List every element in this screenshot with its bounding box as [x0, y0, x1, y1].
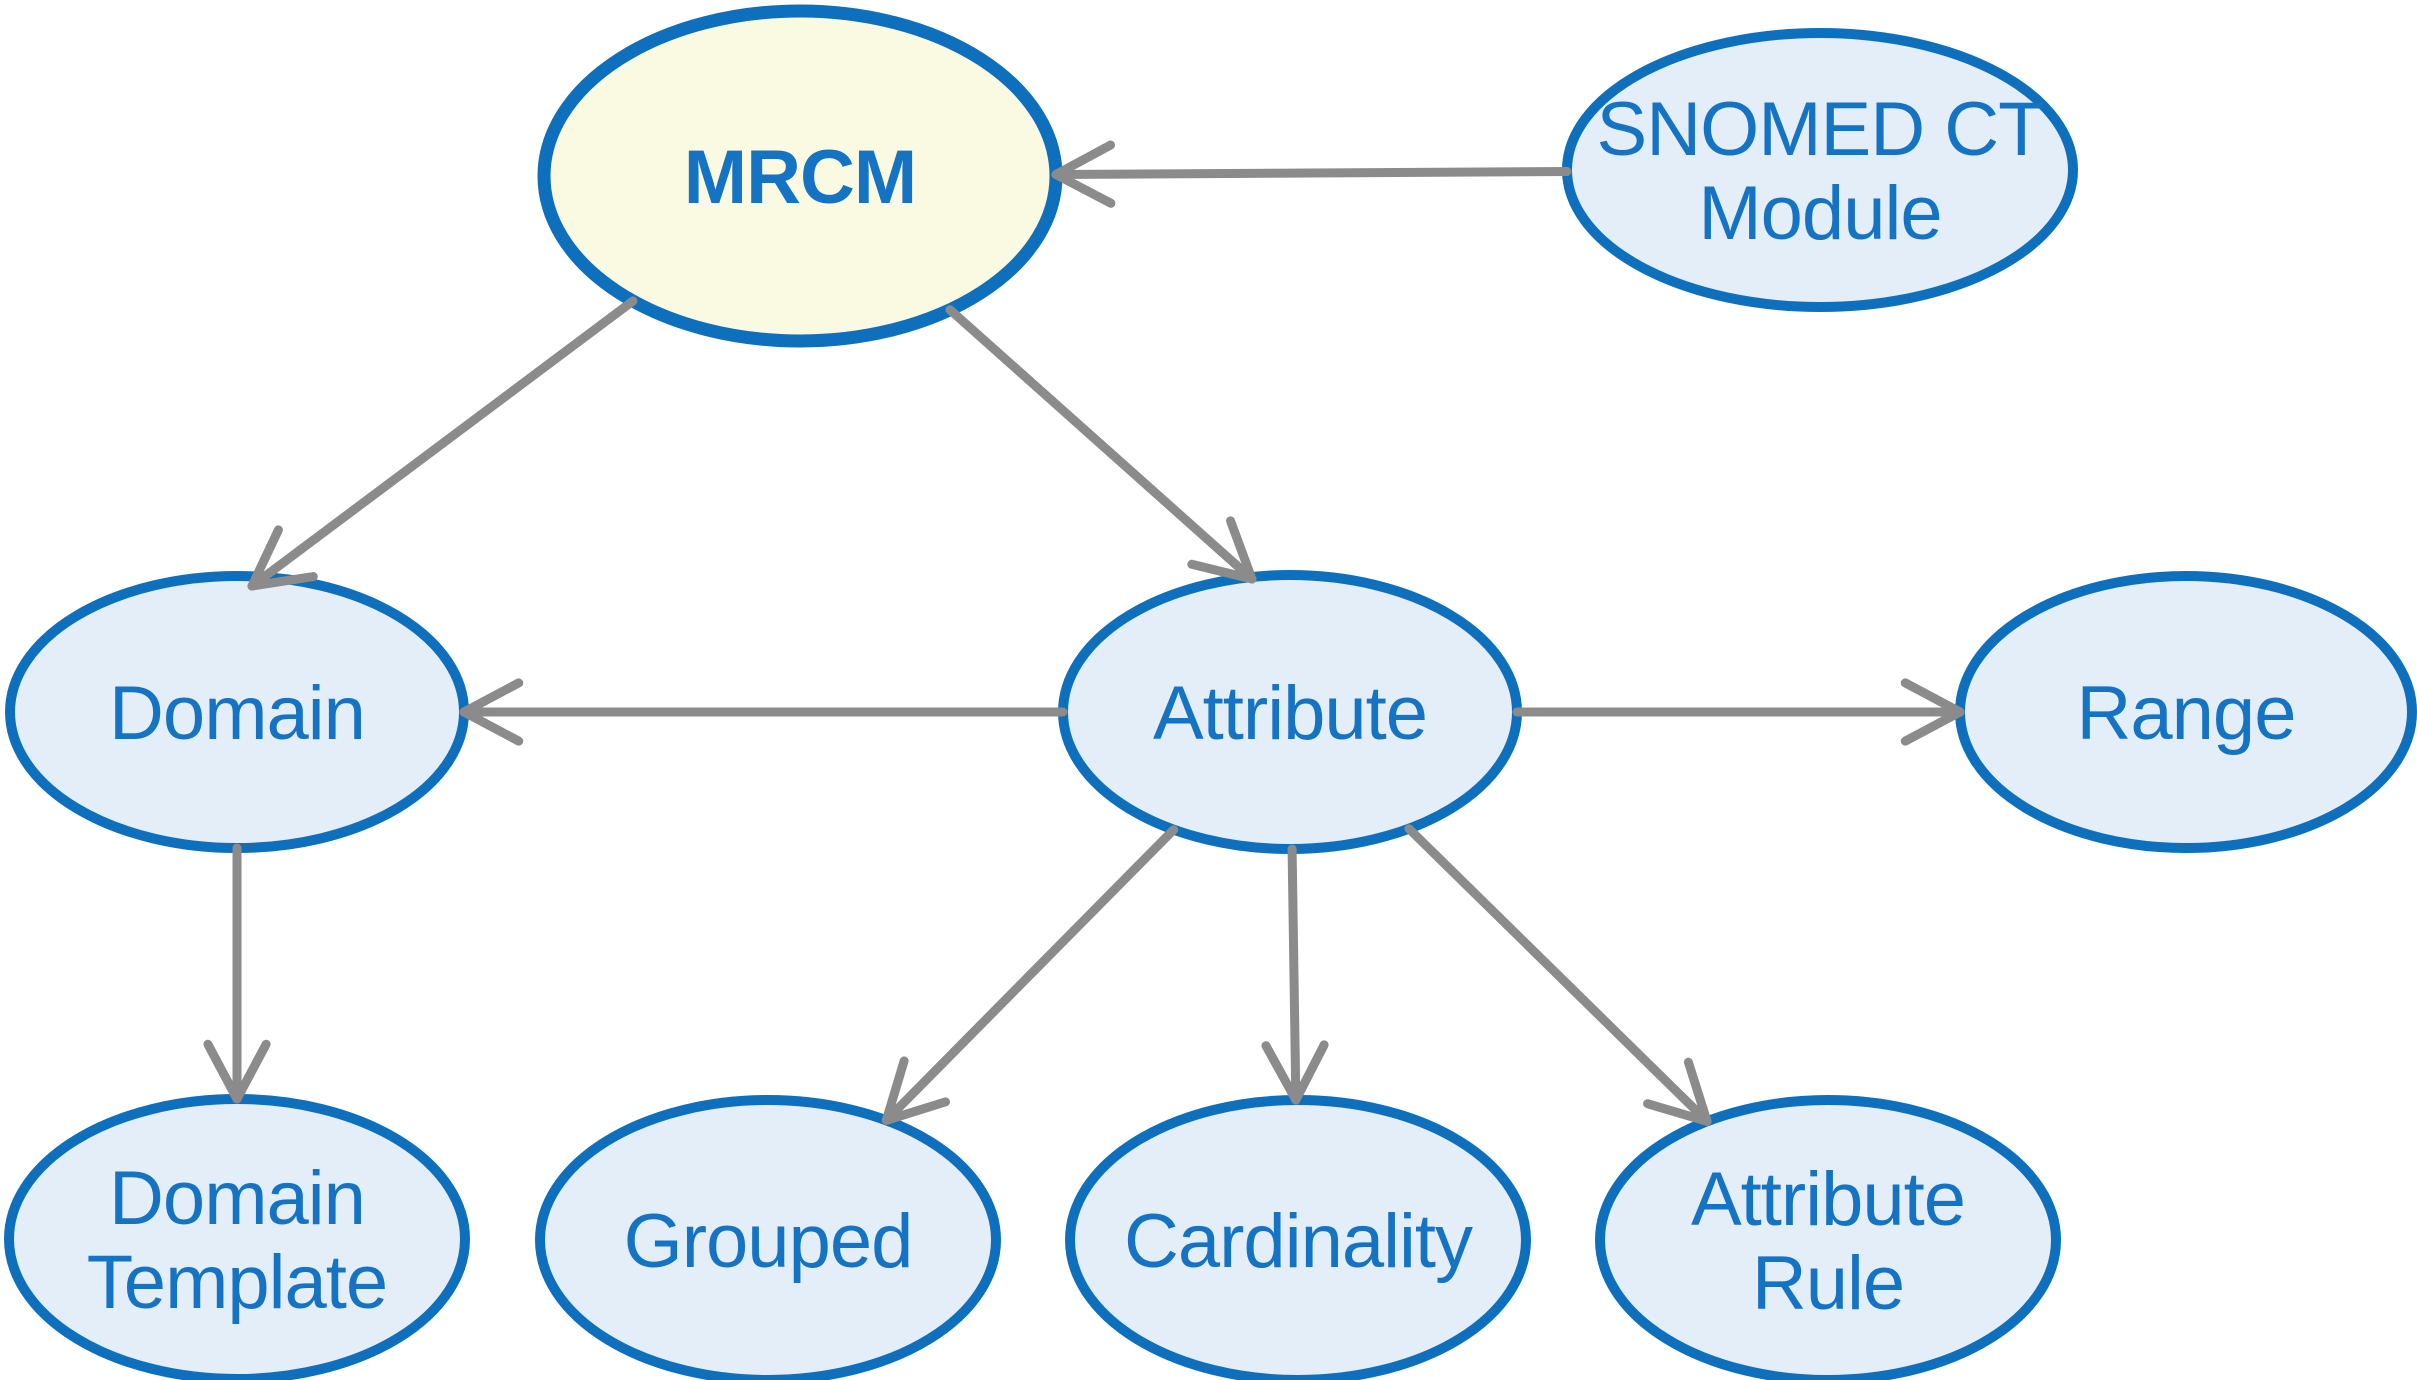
edge-shaft — [881, 825, 1179, 1125]
edge-arrowhead-barb — [1900, 678, 1965, 717]
node-label-grouped: Grouped — [624, 1199, 913, 1284]
edge-mrcm-to-domain — [247, 296, 638, 591]
edge-arrowhead-barb — [881, 1097, 951, 1125]
node-mrcm: MRCM — [537, 4, 1063, 348]
node-domain: Domain — [5, 571, 469, 853]
edge-shaft — [945, 305, 1257, 584]
edge-snomed-ct-module-to-mrcm — [1051, 140, 1572, 208]
edge-arrowhead-barb — [1683, 1057, 1712, 1126]
node-ellipse-attribute-rule — [1595, 1095, 2061, 1380]
edge-arrowhead-barb — [1900, 707, 1965, 746]
edge-attribute-to-grouped — [881, 825, 1179, 1125]
node-ellipse-grouped — [535, 1095, 1001, 1380]
node-label-attribute-rule-line2: Rule — [1752, 1241, 1904, 1326]
node-label-attribute-rule-line1: Attribute — [1691, 1157, 1965, 1242]
node-label-domain-template-line1: Domain — [109, 1156, 365, 1241]
node-label-mrcm: MRCM — [684, 135, 916, 220]
node-label-snomed-ct-module-line1: SNOMED CT — [1597, 87, 2044, 172]
edge-domain-to-domain-template — [203, 843, 271, 1104]
edge-shaft — [1051, 166, 1572, 179]
edge-arrowhead-barb — [459, 678, 524, 717]
edge-arrowhead-barb — [1051, 140, 1116, 179]
edge-attribute-to-domain — [459, 678, 1068, 746]
node-grouped: Grouped — [535, 1095, 1001, 1380]
edge-arrowhead-barb — [232, 1039, 271, 1104]
node-label-attribute: Attribute — [1153, 671, 1427, 756]
edge-arrowhead-barb — [247, 525, 283, 591]
node-label-snomed-ct-module-line2: Module — [1698, 171, 1941, 256]
node-attribute: Attribute — [1058, 570, 1522, 854]
edge-arrowhead-barb — [1226, 516, 1257, 584]
edge-shaft — [1404, 824, 1712, 1126]
node-label-domain-template-line2: Template — [87, 1240, 387, 1325]
node-label-domain: Domain — [109, 671, 365, 756]
edge-shaft — [247, 296, 638, 591]
edge-arrowhead-barb — [247, 572, 318, 591]
edge-arrowhead-barb — [1291, 1040, 1329, 1105]
edge-shaft — [1287, 844, 1301, 1105]
edge-arrowhead-barb — [459, 707, 524, 746]
edge-arrowhead-barb — [1643, 1099, 1712, 1126]
edge-arrowhead-barb — [881, 1056, 909, 1125]
edge-arrowhead-barb — [1261, 1041, 1301, 1105]
edge-attribute-to-cardinality — [1261, 844, 1329, 1105]
edge-attribute-to-range — [1512, 678, 1965, 746]
edge-arrowhead-barb — [1051, 169, 1116, 208]
node-label-cardinality: Cardinality — [1124, 1199, 1473, 1284]
node-label-range: Range — [2077, 671, 2296, 756]
edge-arrowhead-barb — [1187, 559, 1257, 584]
edge-arrowhead-barb — [203, 1039, 242, 1104]
node-cardinality: Cardinality — [1065, 1095, 1531, 1380]
edge-mrcm-to-attribute — [945, 305, 1257, 584]
node-range: Range — [1955, 571, 2417, 853]
edge-attribute-to-attribute-rule — [1404, 824, 1712, 1126]
